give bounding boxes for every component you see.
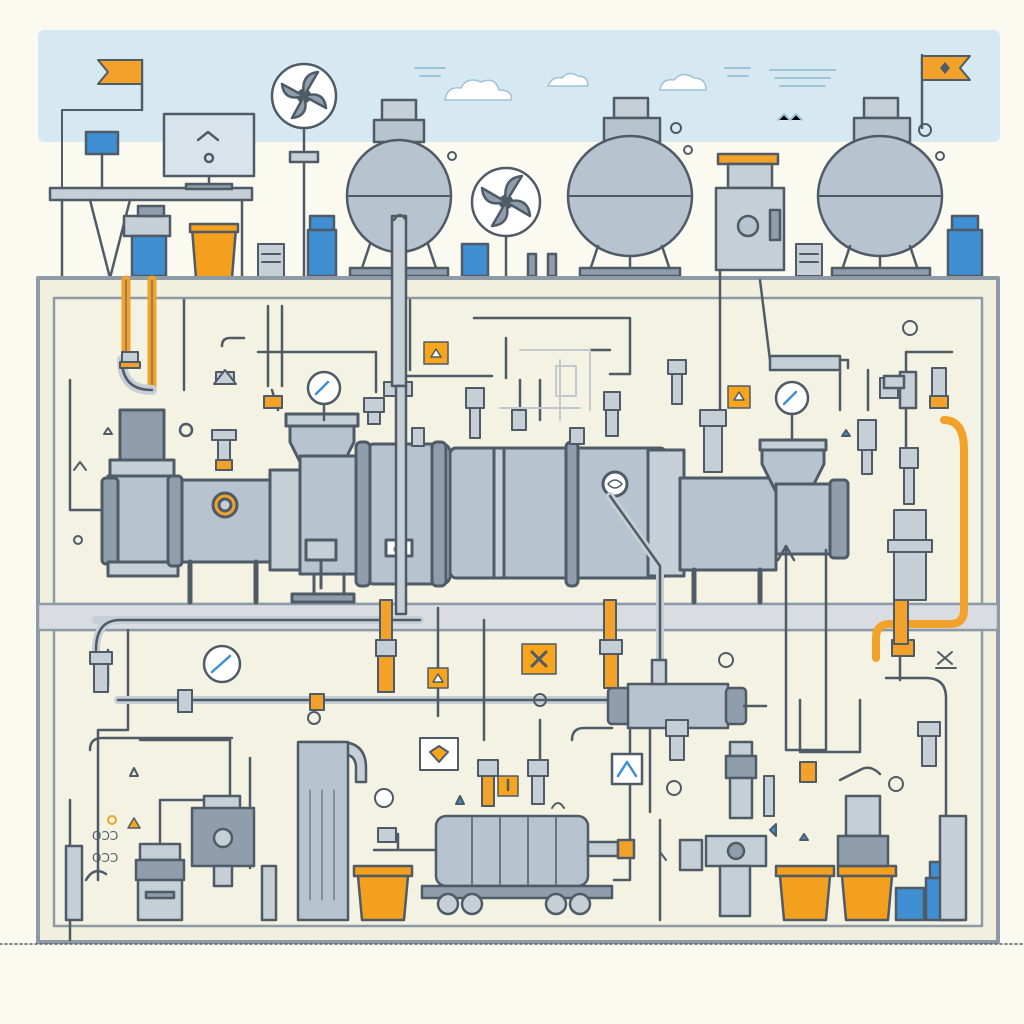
spherical-tank-icon [816,96,944,278]
valve-icon [89,599,941,843]
blue-canister [610,752,644,786]
small-indicators: ОϽϽ ОϽϽ [92,651,957,865]
svg-text:ОϽϽ: ОϽϽ [92,851,118,865]
small-indicators [73,320,918,545]
small-indicators [447,122,945,161]
top-deck [48,53,984,280]
pressure-gauge-icon [774,380,810,442]
warning-sign-icon [727,385,751,409]
cooler-unit [122,204,172,278]
pressure-gauge-icon [202,644,242,684]
bucket-icon [352,864,414,922]
vertical-pipe-stack [390,213,408,616]
filter-unit [836,794,890,868]
pipe-column [64,844,278,922]
right-mini-pump [768,354,918,410]
bucket-icon [836,864,898,922]
monitor-icon [162,112,256,191]
side-panel [938,814,968,922]
pump-unit [190,794,256,888]
flag-icon [918,53,971,137]
bucket-icon [774,864,836,922]
fan-icon [270,62,338,278]
background-piping [499,349,591,421]
blue-canister [946,214,984,278]
lamp-stand [84,130,120,190]
warning-sign-icon [127,817,141,829]
flag-icon [61,58,144,191]
pump-unit [134,842,186,922]
return-pipe [606,492,828,752]
pressure-gauge-icon [306,370,342,422]
lower-piping [68,606,968,942]
bucket-icon [188,222,240,280]
diamond-sign-icon [419,737,459,771]
wind-lines [414,67,836,121]
warning-sign-icon [497,775,519,797]
svg-text:ОϽϽ: ОϽϽ [92,829,118,843]
warning-sign-icon [427,667,449,689]
main-heat-exchanger: oo [100,408,850,605]
cloud-icon [444,79,512,101]
fan-icon [460,166,558,278]
silo [296,740,368,922]
boiler-unit [714,152,786,272]
workbench [48,186,254,280]
spherical-tank-icon [566,96,694,278]
control-box [795,243,823,277]
control-box [257,243,285,279]
cloud-icon [547,72,589,87]
tank-wagon [372,814,636,916]
warning-sign-icon [521,643,557,675]
cloud-icon [659,73,707,91]
warning-sign-icon [423,341,449,365]
blue-canister [306,214,338,278]
valve-assembly [678,740,768,918]
